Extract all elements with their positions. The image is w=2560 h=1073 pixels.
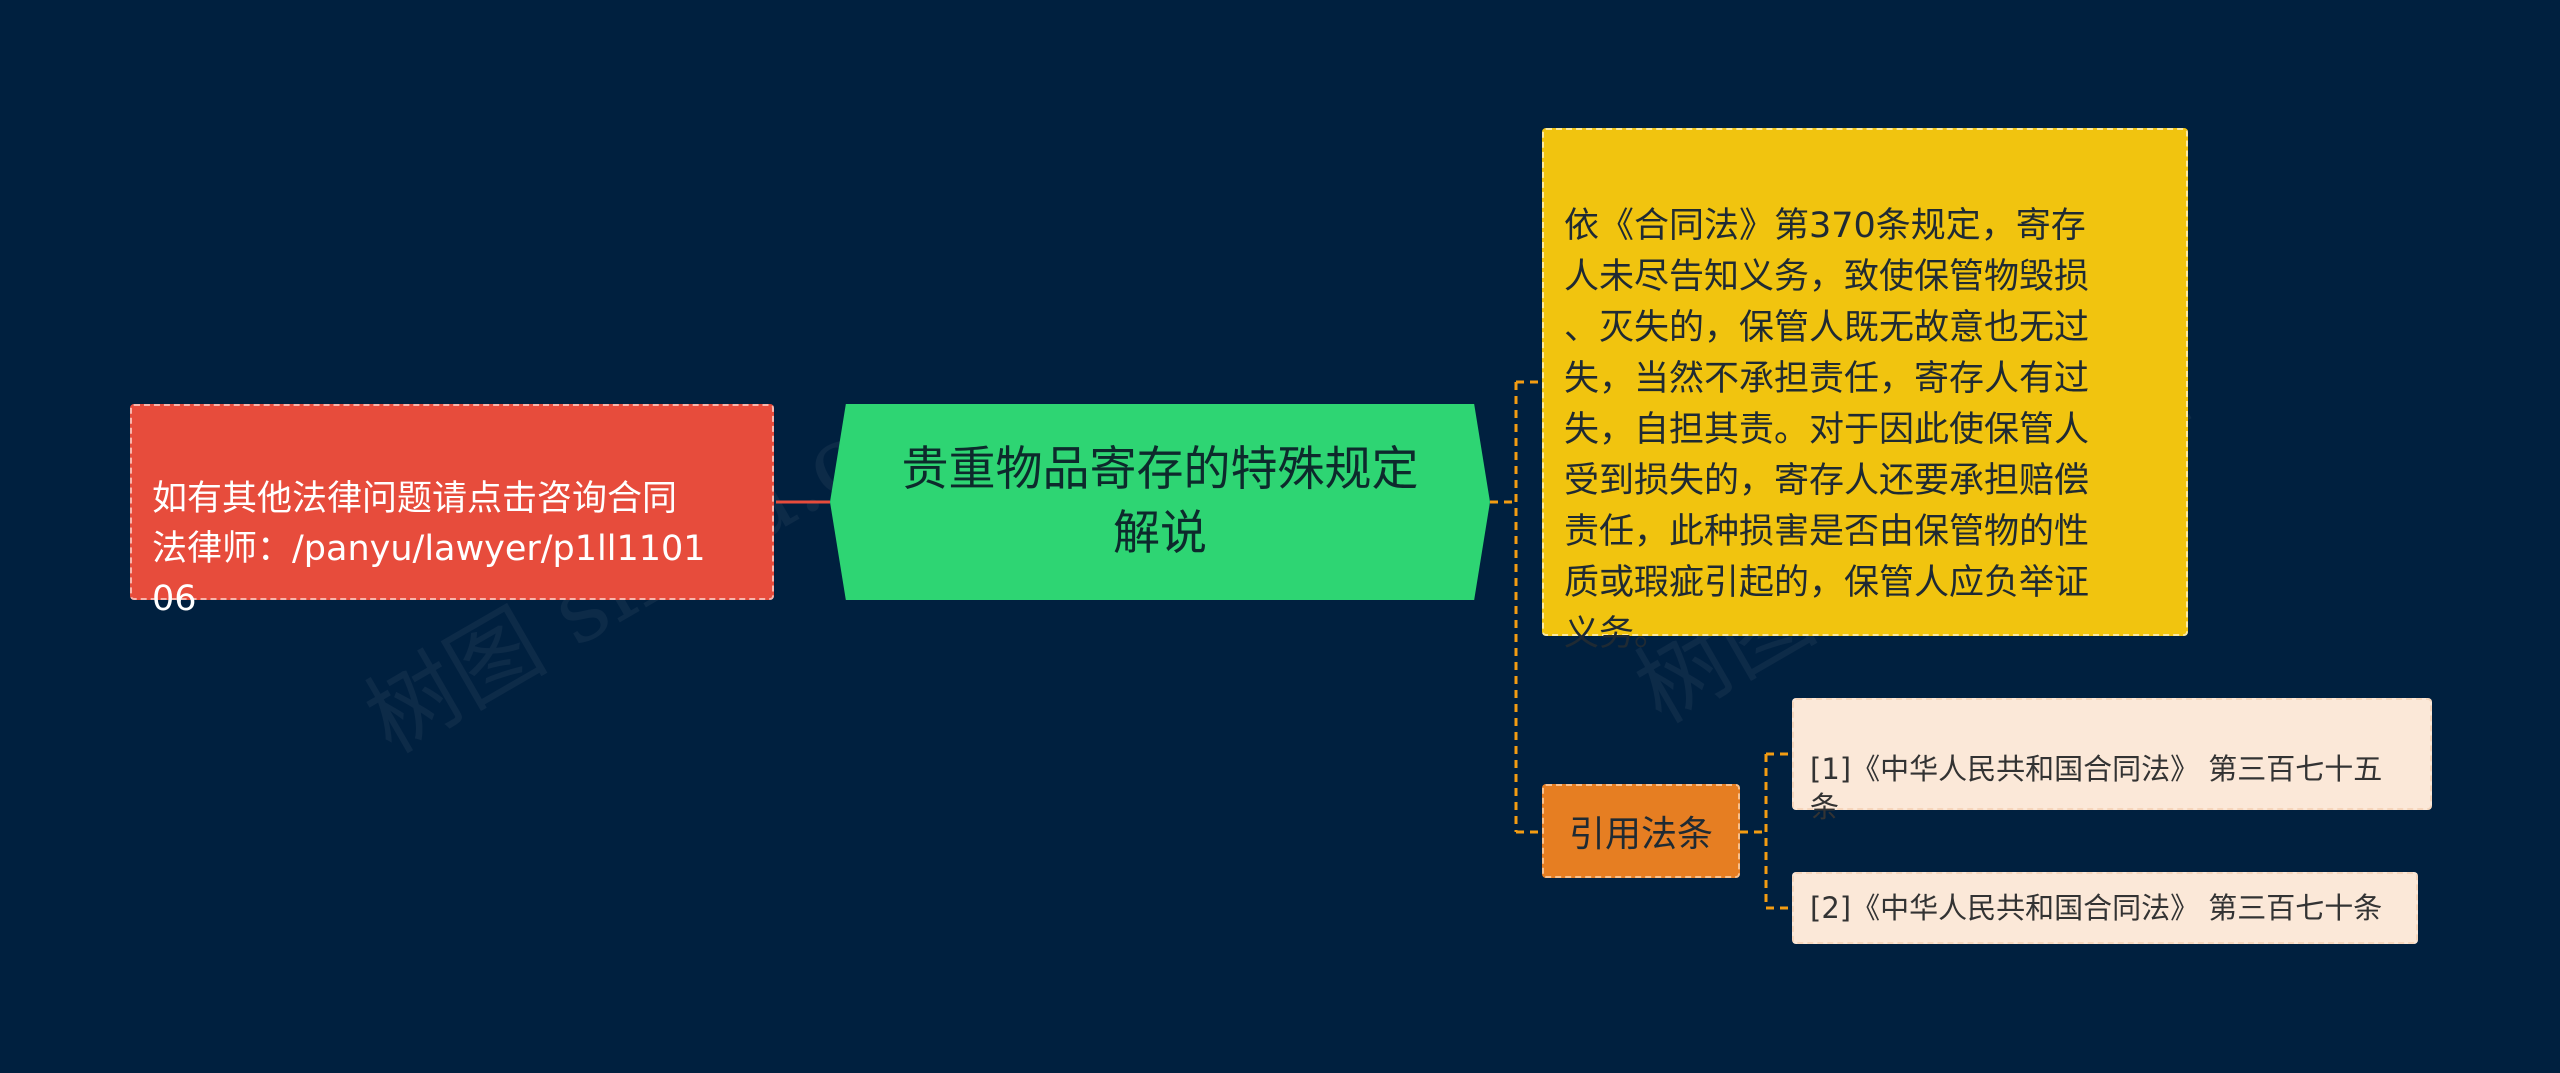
node-reference-1[interactable]: [1]《中华人民共和国合同法》 第三百七十五 条 [1792, 698, 2432, 824]
node-reference-2-label: [2]《中华人民共和国合同法》 第三百七十条 [1810, 891, 2383, 925]
node-contact-lawyer[interactable]: 如有其他法律问题请点击咨询合同 法律师：/panyu/lawyer/p1ll11… [130, 404, 774, 619]
node-contact-lawyer-label: 如有其他法律问题请点击咨询合同 法律师：/panyu/lawyer/p1ll11… [152, 479, 706, 619]
node-root-topic-label: 贵重物品寄存的特殊规定 解说 [901, 442, 1419, 561]
node-article-370-explanation[interactable]: 依《合同法》第370条规定，寄存 人未尽告知义务，致使保管物毁损 、灭失的，保管… [1542, 128, 2188, 654]
node-reference-2[interactable]: [2]《中华人民共和国合同法》 第三百七十条 [1792, 872, 2418, 944]
node-root-topic[interactable]: 贵重物品寄存的特殊规定 解说 [830, 404, 1490, 600]
node-cited-articles-label: 引用法条 [1568, 814, 1713, 855]
node-reference-1-label: [1]《中华人民共和国合同法》 第三百七十五 条 [1810, 752, 2383, 824]
node-cited-articles[interactable]: 引用法条 [1542, 784, 1740, 878]
node-article-370-explanation-label: 依《合同法》第370条规定，寄存 人未尽告知义务，致使保管物毁损 、灭失的，保管… [1564, 206, 2090, 654]
